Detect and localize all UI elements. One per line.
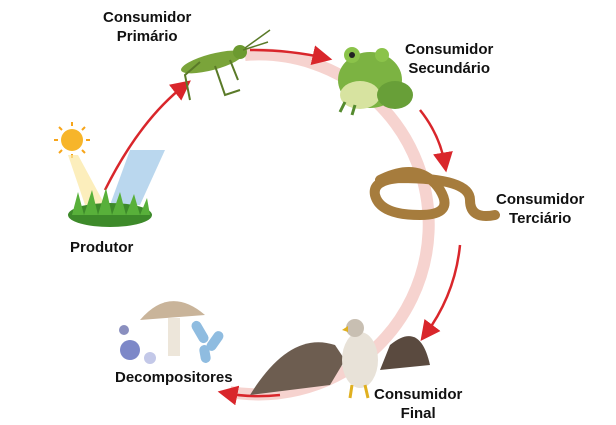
arrow-primario-secundario bbox=[249, 45, 333, 65]
label-line1: Consumidor bbox=[405, 41, 494, 58]
label-line2: Secundário bbox=[408, 60, 491, 77]
hawk-icon bbox=[250, 319, 430, 399]
grasshopper-icon bbox=[181, 29, 271, 101]
label-consumidor-final: Consumidor Final bbox=[374, 385, 462, 423]
arrow-final-decompositores bbox=[217, 385, 281, 406]
label-produtor: Produtor bbox=[70, 239, 134, 256]
mushroom-icon bbox=[119, 301, 205, 364]
label-line1: Consumidor bbox=[496, 191, 585, 208]
label-line1: Consumidor bbox=[103, 9, 192, 26]
label-line2: Final bbox=[400, 405, 436, 422]
frog-icon bbox=[338, 47, 413, 116]
sun-icon bbox=[54, 122, 105, 205]
label-line2: Primário bbox=[116, 28, 178, 45]
grass-icon bbox=[68, 188, 152, 227]
label-consumidor-terciario: Consumidor Terciário bbox=[496, 190, 584, 228]
bacteria-icon bbox=[191, 320, 224, 363]
snake-icon bbox=[369, 167, 500, 221]
water-icon bbox=[110, 150, 165, 205]
label-line1: Consumidor bbox=[374, 386, 463, 403]
label-consumidor-secundario: Consumidor Secundário bbox=[405, 40, 493, 78]
arrow-secundario-terciario bbox=[419, 109, 453, 173]
arrow-produtor-primario bbox=[103, 80, 191, 191]
label-decompositores: Decompositores bbox=[115, 369, 233, 386]
label-line2: Terciário bbox=[509, 210, 572, 227]
arrow-terciario-final bbox=[420, 244, 462, 342]
label-consumidor-primario: Consumidor Primário bbox=[103, 8, 191, 46]
